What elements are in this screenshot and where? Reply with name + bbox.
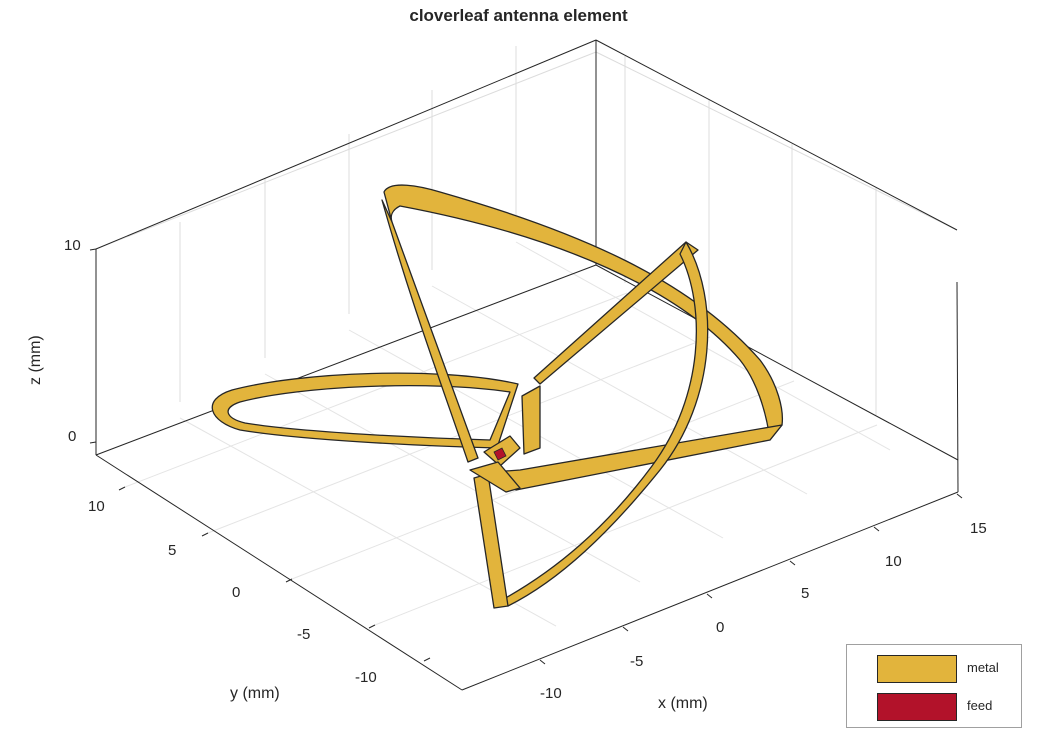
grid-back-yz (595, 51, 958, 415)
x-tick-label-m10: -10 (540, 685, 562, 702)
y-ticks (118, 486, 431, 662)
y-axis-label: y (mm) (230, 685, 280, 702)
z-tick-label-10: 10 (64, 237, 81, 254)
y-tick-label-m5: -5 (297, 626, 310, 643)
antenna-feed (493, 447, 507, 461)
grid-back-xz (95, 46, 597, 402)
y-tick-label-m10: -10 (355, 669, 377, 686)
x-ticks (539, 493, 963, 665)
y-tick-label-5: 5 (168, 542, 176, 559)
y-tick-label-10: 10 (88, 498, 105, 515)
z-ticks (89, 248, 97, 444)
antenna-metal (211, 184, 784, 609)
plot-title: cloverleaf antenna element (409, 6, 628, 25)
z-tick-label-0: 0 (68, 428, 76, 445)
legend-label-metal: metal (967, 660, 999, 675)
x-axis-label: x (mm) (658, 695, 708, 712)
legend-swatch-metal (877, 655, 957, 683)
axes-box (95, 39, 959, 691)
x-tick-label-m5: -5 (630, 653, 643, 670)
x-tick-label-10: 10 (885, 553, 902, 570)
legend-swatch-feed (877, 693, 957, 721)
z-axis-label: z (mm) (27, 335, 44, 385)
x-tick-label-0: 0 (716, 619, 724, 636)
y-tick-label-0: 0 (232, 584, 240, 601)
legend: metal feed (846, 644, 1022, 728)
x-tick-label-15: 15 (970, 520, 987, 537)
x-tick-label-5: 5 (801, 585, 809, 602)
legend-label-feed: feed (967, 698, 993, 713)
